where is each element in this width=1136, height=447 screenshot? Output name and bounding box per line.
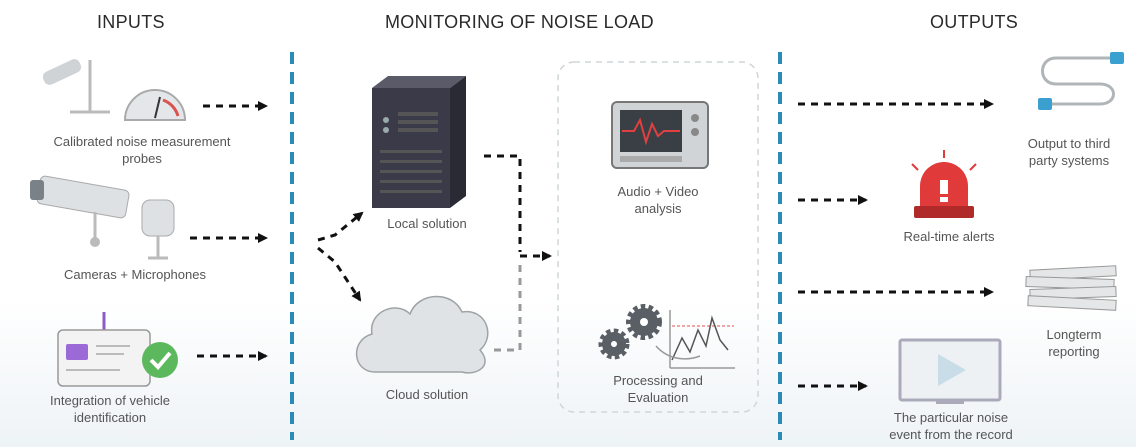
output-label-third-party: Output to third party systems — [1027, 136, 1111, 168]
monitoring-heading: MONITORING OF NOISE LOAD — [385, 12, 654, 32]
video-player-icon — [898, 338, 1002, 404]
noise-probe-icon — [42, 59, 187, 121]
input-label-vehicle: Integration of vehicle identification — [50, 393, 170, 425]
cloud-to-processing-line — [494, 262, 522, 352]
cloud-icon — [355, 295, 489, 374]
solution-label-local: Local solution — [387, 216, 467, 231]
gears-chart-icon — [598, 304, 735, 369]
local-to-processing-line — [484, 154, 522, 252]
monitor-waveform-icon — [611, 101, 709, 169]
inputs-heading: INPUTS — [97, 12, 165, 32]
camera-microphone-icon — [30, 175, 175, 260]
processing-box — [557, 61, 759, 413]
solution-label-cloud: Cloud solution — [385, 387, 469, 402]
output-label-reporting: Longterm reporting — [1046, 327, 1102, 359]
server-icon — [372, 76, 466, 208]
cable-icon — [1038, 52, 1124, 110]
arrow-to-cloud — [317, 246, 362, 302]
input-label-probes: Calibrated noise measurement probes — [53, 134, 231, 166]
alarm-light-icon — [911, 150, 977, 218]
outputs-heading: OUTPUTS — [930, 12, 1019, 32]
arrow-to-local — [317, 211, 364, 242]
output-label-alerts: Real-time alerts — [903, 229, 995, 244]
paper-stack-icon — [1025, 265, 1117, 311]
processing-label-evaluation: Processing and Evaluation — [613, 373, 703, 405]
vehicle-id-card-icon — [57, 312, 178, 387]
processing-label-analysis: Audio + Video analysis — [617, 184, 699, 216]
input-label-cameras: Cameras + Microphones — [64, 267, 206, 282]
output-label-noise-event: The particular noise event from the reco… — [889, 410, 1013, 442]
